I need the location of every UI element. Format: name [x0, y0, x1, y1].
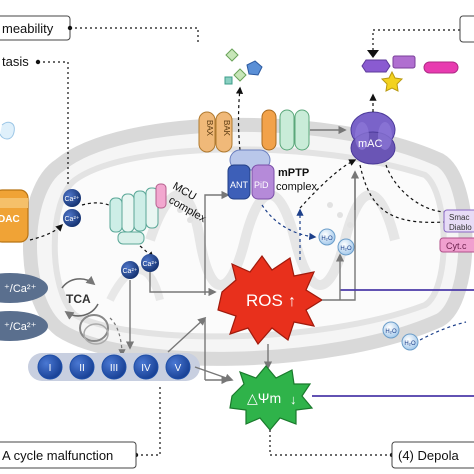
etc-complex-5: V	[165, 354, 191, 380]
water-molecule-1: H₂O	[318, 228, 336, 246]
ros-up-arrow: ↑	[288, 293, 296, 310]
bax-protein: BAX	[198, 111, 216, 153]
svg-text:BAK: BAK	[222, 120, 231, 137]
svg-text:BAX: BAX	[205, 120, 214, 137]
smac-diablo-badge: Smac Diablo	[443, 209, 474, 233]
tca-cycle: TCA	[61, 275, 99, 320]
svg-text:Diablo: Diablo	[449, 223, 472, 232]
ant-label: ANT	[230, 180, 249, 190]
permeability-connector	[70, 27, 199, 45]
homeostasis-connector	[38, 61, 69, 185]
release-dashed-path	[235, 86, 244, 151]
etc-complex-label: IV	[141, 363, 151, 374]
etc-complex-4: IV	[133, 354, 159, 380]
mitochondrial-dna	[79, 314, 109, 345]
mac-channel: mAC	[350, 111, 396, 165]
etc-complex-3: III	[101, 354, 127, 380]
svg-text:Ca²⁺: Ca²⁺	[65, 216, 80, 223]
svg-text:H₂O: H₂O	[321, 236, 333, 242]
outer-channel	[261, 109, 310, 151]
released-proteins	[361, 55, 459, 92]
tca-connector	[136, 386, 161, 456]
svg-text:Smac: Smac	[449, 213, 469, 222]
matrix-calcium-ion-2: Ca²⁺	[141, 254, 159, 272]
pid-label: PiD	[254, 180, 269, 190]
ion-exchanger-2: ⁺/Ca²⁺	[0, 311, 48, 341]
vdac-label: DAC	[0, 214, 20, 225]
etc-complex-2: II	[69, 354, 95, 380]
depolarization-label: (4) Depola	[398, 448, 459, 463]
etc-complex-label: I	[49, 363, 52, 374]
svg-text:Cyt.c: Cyt.c	[446, 241, 467, 251]
tca-malfunction-label: A cycle malfunction	[2, 448, 113, 463]
membrane-potential-burst: △Ψm ↓	[229, 365, 314, 431]
depolarization-connector	[269, 430, 392, 456]
released-molecules	[224, 48, 263, 85]
homeostasis-label: tasis	[2, 54, 29, 69]
ros-label: ROS	[246, 291, 283, 310]
etc-complex-label: III	[110, 363, 118, 374]
right-connector	[372, 29, 460, 55]
svg-text:⁺/Ca²⁺: ⁺/Ca²⁺	[4, 321, 37, 333]
ion-exchanger-1: ⁺/Ca²⁺	[0, 273, 48, 303]
svg-text:Ca²⁺: Ca²⁺	[143, 261, 158, 268]
mptp-complex-label: complex	[276, 181, 317, 193]
mptp-complex: ANT PiD	[227, 149, 275, 200]
depolarization-box	[391, 441, 474, 469]
etc-complex-label: V	[175, 363, 182, 374]
water-molecule-2: H₂O	[337, 238, 355, 256]
tca-malfunction-box	[0, 441, 137, 469]
svg-text:H₂O: H₂O	[385, 329, 397, 335]
water-molecule-3: H₂O	[382, 321, 400, 339]
permeability-label: meability	[2, 21, 54, 36]
etc-complex-label: II	[79, 363, 85, 374]
matrix-calcium-ion-1: Ca²⁺	[121, 261, 139, 279]
svg-text:H₂O: H₂O	[404, 341, 416, 347]
mac-label: mAC	[358, 138, 383, 150]
calcium-ion-2: Ca²⁺	[63, 209, 81, 227]
bak-protein: BAK	[215, 111, 233, 153]
dpsi-label: △Ψm	[247, 390, 281, 406]
vdac-channel: DAC	[0, 189, 29, 243]
mptp-label: mPTP	[278, 167, 309, 179]
svg-text:Ca²⁺: Ca²⁺	[123, 268, 138, 275]
svg-text:H₂O: H₂O	[340, 246, 352, 252]
mac-cytc-path	[359, 164, 445, 223]
ros-burst: ROS ↑	[217, 254, 324, 346]
tca-label: TCA	[66, 292, 91, 306]
water-molecule-4: H₂O	[401, 333, 419, 351]
etc-complex-1: I	[37, 354, 63, 380]
calcium-ion-1: Ca²⁺	[63, 189, 81, 207]
cytc-badge: Cyt.c	[439, 237, 474, 253]
dpsi-down-arrow: ↓	[290, 392, 297, 407]
mcu-complex	[109, 183, 167, 245]
svg-text:⁺/Ca²⁺: ⁺/Ca²⁺	[4, 283, 37, 295]
svg-text:Ca²⁺: Ca²⁺	[65, 196, 80, 203]
